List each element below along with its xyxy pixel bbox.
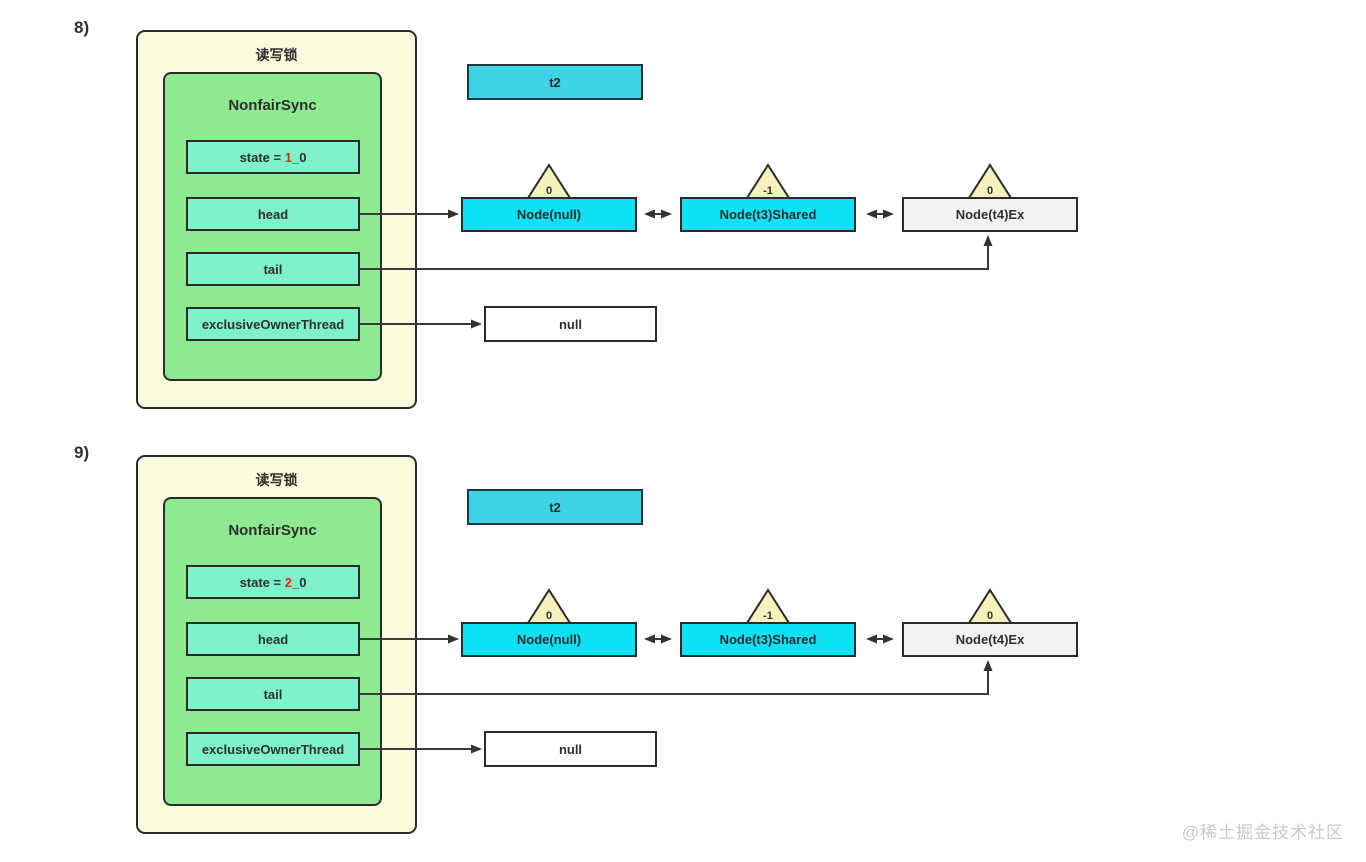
state-prefix: state = (239, 574, 285, 590)
null-box: null (484, 306, 657, 342)
nonfairsync-container: NonfairSync state = 2_0 head tail exclus… (163, 497, 382, 806)
waitstatus-triangle: 0 (525, 162, 573, 200)
null-box: null (484, 731, 657, 767)
state-value: 1 (284, 149, 292, 165)
waitstatus-value: 0 (986, 610, 994, 622)
waitstatus-value: 0 (545, 610, 553, 622)
step-label: 9) (74, 443, 90, 462)
waitstatus-triangle: 0 (966, 162, 1014, 200)
head-field: head (186, 197, 360, 231)
rwlock-title: 读写锁 (255, 472, 298, 488)
state-prefix: state = (239, 149, 285, 165)
diagram-step-8: 8) 读写锁 NonfairSync state = 1_0 head tail… (0, 0, 1366, 425)
exclusive-owner-thread-field: exclusiveOwnerThread (186, 732, 360, 766)
thread-t2-box: t2 (467, 64, 643, 100)
rwlock-container: 读写锁 NonfairSync state = 1_0 head tail ex… (136, 30, 417, 409)
watermark: @稀土掘金技术社区 (1181, 823, 1344, 842)
state-suffix: _0 (291, 574, 307, 590)
waitstatus-triangle: 0 (966, 587, 1014, 625)
node-t3-shared-box: Node(t3)Shared (680, 622, 856, 657)
waitstatus-triangle: 0 (525, 587, 573, 625)
state-field: state = 2_0 (186, 565, 360, 599)
waitstatus-triangle: -1 (744, 587, 792, 625)
node-t4-ex-box: Node(t4)Ex (902, 197, 1078, 232)
state-field: state = 1_0 (186, 140, 360, 174)
state-suffix: _0 (291, 149, 307, 165)
nonfairsync-title: NonfairSync (228, 97, 317, 114)
waitstatus-value: 0 (986, 185, 994, 197)
waitstatus-triangle: -1 (744, 162, 792, 200)
waitstatus-value: -1 (763, 610, 773, 622)
state-value: 2 (284, 574, 292, 590)
node-t4-ex-box: Node(t4)Ex (902, 622, 1078, 657)
nonfairsync-title: NonfairSync (228, 522, 317, 539)
rwlock-title: 读写锁 (255, 47, 298, 63)
rwlock-container: 读写锁 NonfairSync state = 2_0 head tail ex… (136, 455, 417, 834)
diagram-step-9: 9) 读写锁 NonfairSync state = 2_0 head tail… (0, 425, 1366, 850)
exclusive-owner-thread-field: exclusiveOwnerThread (186, 307, 360, 341)
node-null-box: Node(null) (461, 622, 637, 657)
head-field: head (186, 622, 360, 656)
thread-t2-box: t2 (467, 489, 643, 525)
tail-field: tail (186, 252, 360, 286)
tail-field: tail (186, 677, 360, 711)
nonfairsync-container: NonfairSync state = 1_0 head tail exclus… (163, 72, 382, 381)
waitstatus-value: 0 (545, 185, 553, 197)
node-t3-shared-box: Node(t3)Shared (680, 197, 856, 232)
node-null-box: Node(null) (461, 197, 637, 232)
step-label: 8) (74, 18, 90, 37)
waitstatus-value: -1 (763, 185, 773, 197)
